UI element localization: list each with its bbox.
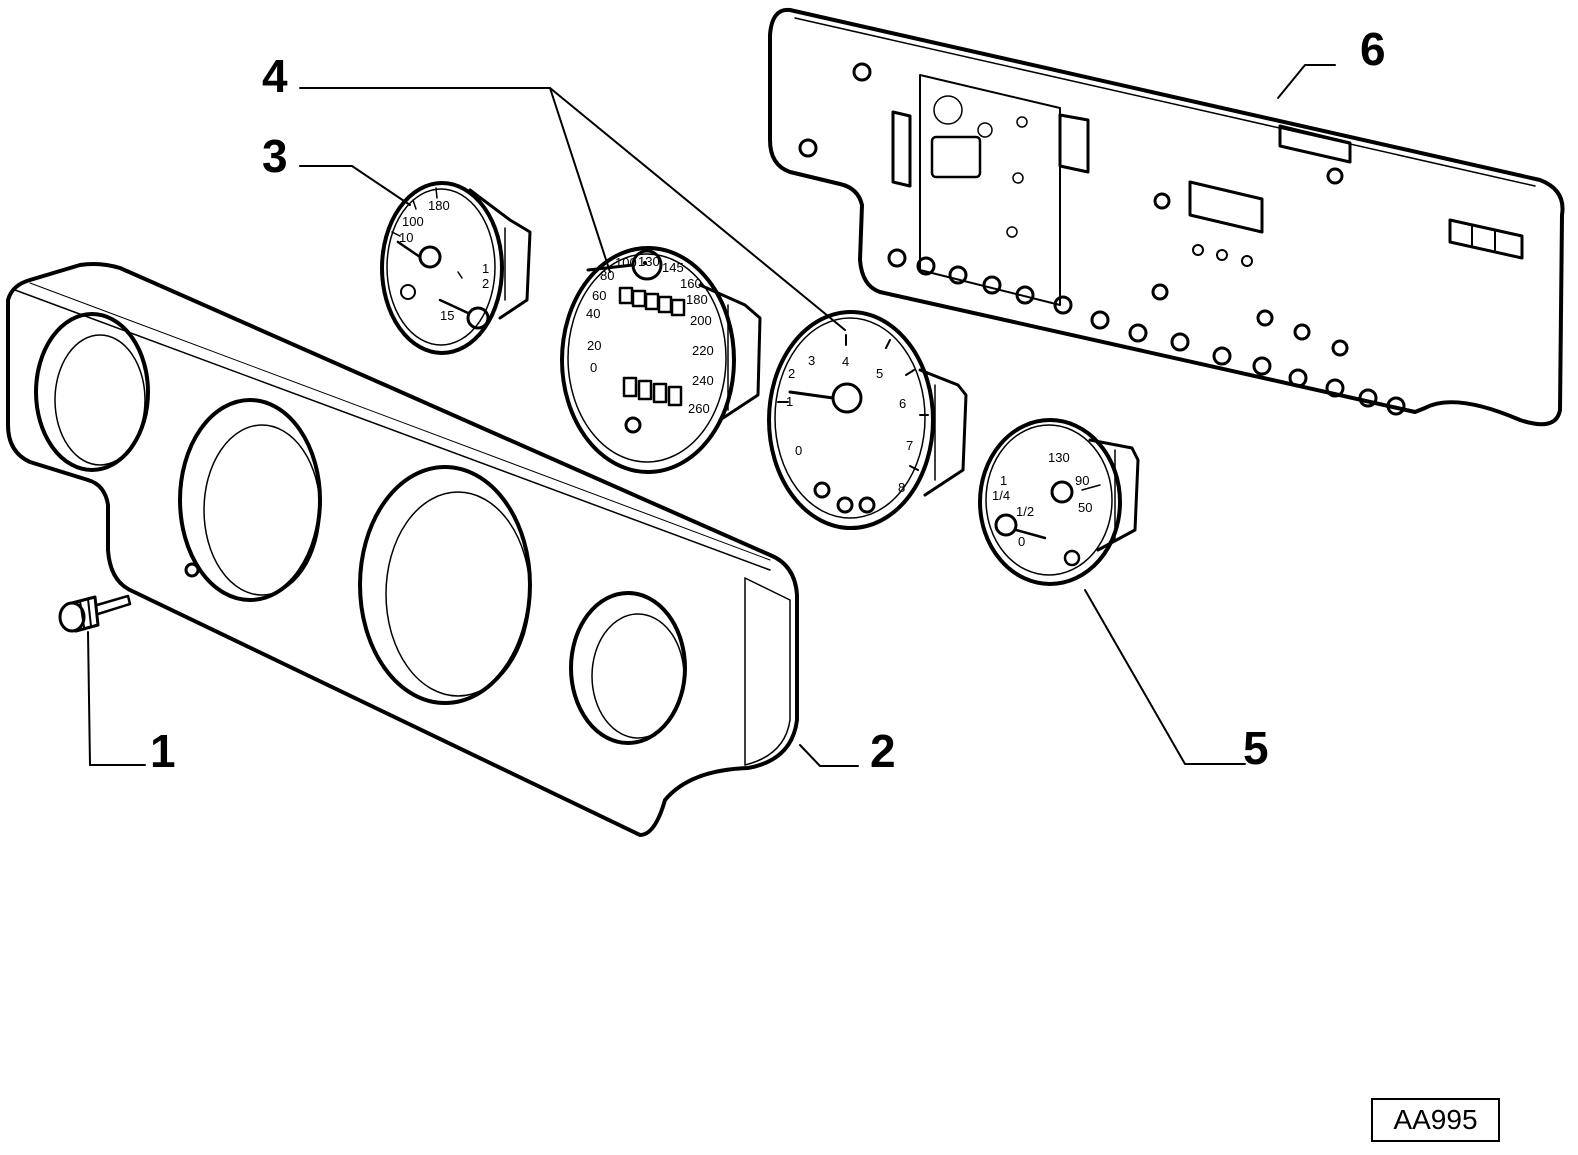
leader-lines	[87, 64, 1336, 767]
tacho-label-2: 2	[788, 366, 795, 381]
speedo-label-130: 130	[638, 254, 660, 269]
callout-3: 3	[262, 130, 288, 182]
small-gauge-part-3: 180 100 10 1 2 15	[380, 181, 532, 355]
tacho-label-0: 0	[795, 443, 802, 458]
callout-4: 4	[262, 50, 288, 102]
gauge3-label-10: 10	[399, 230, 413, 245]
combo-gauge-part-5: 130 90 50 1/4 1/2 0 1	[978, 418, 1140, 586]
gauge3-label-2: 2	[482, 276, 489, 291]
speedo-label-240: 240	[692, 373, 714, 388]
speedo-label-80: 80	[600, 268, 614, 283]
callout-labels: 1 2 3 4 5 6	[150, 23, 1386, 777]
speedometer-part-4: 100 130 145 160 180 200 220 240 260 80 6…	[560, 246, 762, 474]
speedo-label-100: 100	[615, 255, 637, 270]
tacho-label-4: 4	[842, 354, 849, 369]
circuit-board-part-6	[768, 7, 1565, 427]
reference-code: AA995	[1393, 1104, 1478, 1135]
gauge5-label-90: 90	[1075, 473, 1089, 488]
speedo-label-0: 0	[590, 360, 597, 375]
gauge3-label-180: 180	[428, 198, 450, 213]
speedo-label-60: 60	[592, 288, 606, 303]
tacho-label-8: 8	[898, 480, 905, 495]
gauge5-label-0: 0	[1018, 534, 1025, 549]
speedo-label-40: 40	[586, 306, 600, 321]
callout-5: 5	[1243, 722, 1269, 774]
gauge5-label-130: 130	[1048, 450, 1070, 465]
reset-knob-part-1	[58, 594, 132, 633]
speedo-label-180: 180	[686, 292, 708, 307]
tacho-label-6: 6	[899, 396, 906, 411]
gauge5-label-1: 1	[1000, 473, 1007, 488]
tacho-label-7: 7	[906, 438, 913, 453]
instrument-bezel-part-2	[6, 262, 799, 837]
callout-6: 6	[1360, 23, 1386, 75]
callout-2: 2	[870, 725, 896, 777]
speedo-label-145: 145	[662, 260, 684, 275]
gauge5-label-half: 1/2	[1016, 504, 1034, 519]
callout-1: 1	[150, 725, 176, 777]
tachometer: 3 4 5 6 7 8 2 1 0	[767, 310, 968, 530]
speedo-label-260: 260	[688, 401, 710, 416]
gauge3-label-15: 15	[440, 308, 454, 323]
gauge5-label-50: 50	[1078, 500, 1092, 515]
tacho-label-1: 1	[786, 394, 793, 409]
speedo-label-200: 200	[690, 313, 712, 328]
tacho-label-5: 5	[876, 366, 883, 381]
speedo-label-160: 160	[680, 276, 702, 291]
speedo-label-220: 220	[692, 343, 714, 358]
reference-code-box: AA995	[1371, 1098, 1500, 1142]
speedo-label-20: 20	[587, 338, 601, 353]
gauge3-label-100: 100	[402, 214, 424, 229]
tacho-label-3: 3	[808, 353, 815, 368]
gauge3-label-1: 1	[482, 261, 489, 276]
gauge5-label-quarter: 1/4	[992, 488, 1010, 503]
